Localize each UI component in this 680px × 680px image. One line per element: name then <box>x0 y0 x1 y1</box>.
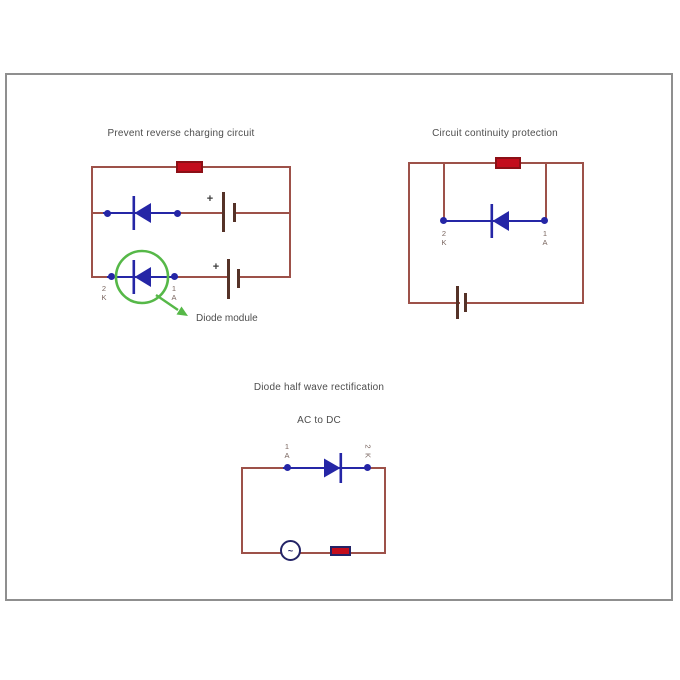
terminal-dot <box>541 217 548 224</box>
battery-plate-long <box>227 259 230 299</box>
terminal-dot <box>284 464 291 471</box>
callout-label: Diode module <box>196 313 258 324</box>
terminal-dot <box>108 273 115 280</box>
pin-label-anode: 1 A <box>167 284 181 302</box>
battery-plate-short <box>233 203 236 222</box>
wire <box>443 164 445 221</box>
pin-label-cathode: 2 K <box>437 229 451 247</box>
pin-number: 1 <box>542 229 548 238</box>
pin-letter: A <box>284 451 290 460</box>
diode-icon <box>490 204 509 238</box>
battery-plate-long <box>456 286 459 319</box>
diode-icon <box>132 260 151 294</box>
terminal-dot <box>174 210 181 217</box>
pin-label-cathode: 2 K <box>361 442 375 460</box>
terminal-dot <box>364 464 371 471</box>
terminal-dot <box>171 273 178 280</box>
diode-icon <box>132 196 151 230</box>
pin-number: 1 <box>171 284 177 293</box>
pin-letter: A <box>171 293 177 302</box>
pin-label-anode: 1 A <box>280 442 294 460</box>
pin-letter: K <box>101 293 107 302</box>
pin-label-cathode: 2 K <box>97 284 111 302</box>
diode-icon <box>324 453 343 483</box>
resistor-symbol <box>330 546 351 556</box>
battery-gap <box>460 300 464 306</box>
callout-arrow-icon <box>155 294 188 316</box>
pin-number: 1 <box>284 442 290 451</box>
ac-source-symbol: ~ <box>280 540 301 561</box>
highlight-circle-icon <box>114 249 170 305</box>
terminal-dot <box>440 217 447 224</box>
circuit-title: Diode half wave rectification <box>253 382 385 393</box>
pin-letter: K <box>363 452 373 458</box>
battery-plate-short <box>237 269 240 288</box>
pin-letter: A <box>542 238 548 247</box>
resistor-symbol <box>495 157 521 169</box>
battery-plus-sign: + <box>212 261 220 273</box>
pin-letter: K <box>441 238 447 247</box>
image-border-frame <box>5 73 673 601</box>
circuit-loop-wire <box>241 467 386 554</box>
ac-wave-glyph: ~ <box>287 545 294 556</box>
terminal-dot <box>104 210 111 217</box>
pin-number: 2 <box>101 284 107 293</box>
battery-plus-sign: + <box>206 193 214 205</box>
pin-label-anode: 1 A <box>538 229 552 247</box>
circuit-subtitle: AC to DC <box>297 415 341 426</box>
battery-plate-long <box>222 192 225 232</box>
circuit-title: Circuit continuity protection <box>432 128 558 139</box>
circuit-title: Prevent reverse charging circuit <box>107 128 255 139</box>
wire <box>545 164 547 221</box>
battery-gap <box>230 275 237 279</box>
battery-plate-short <box>464 293 467 312</box>
wire <box>236 212 289 214</box>
resistor-symbol <box>176 161 203 173</box>
pin-number: 2 <box>441 229 447 238</box>
